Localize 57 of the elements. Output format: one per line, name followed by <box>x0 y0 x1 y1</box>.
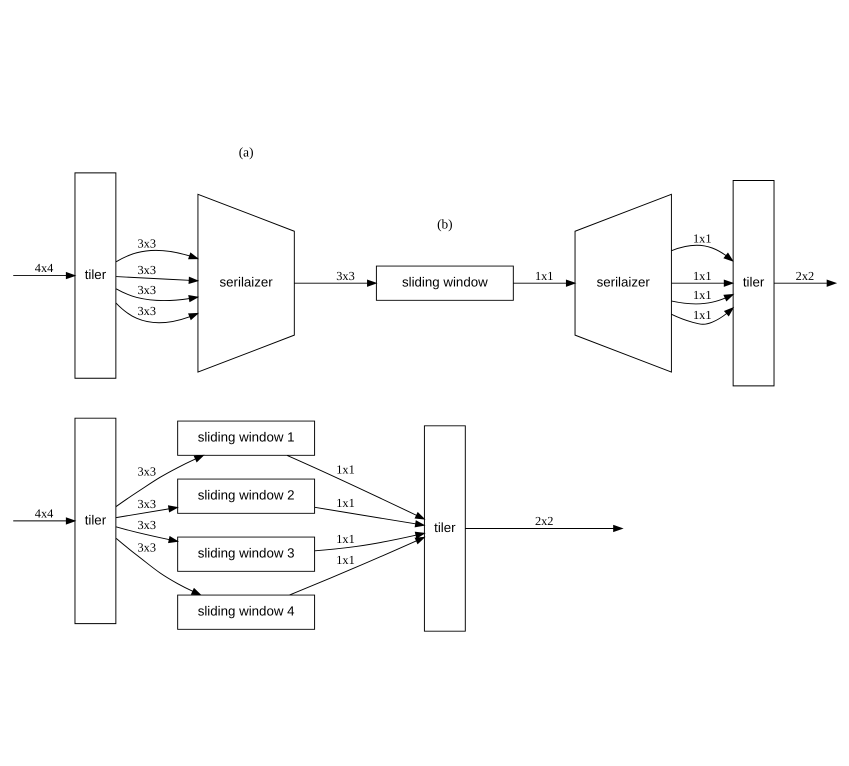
edge-label: 3x3 <box>137 517 156 532</box>
arrow <box>116 276 200 284</box>
node-box: tiler <box>74 172 116 378</box>
edge-label: 1x1 <box>692 287 712 302</box>
edge-label: 3x3 <box>137 540 156 554</box>
arrow <box>286 454 426 520</box>
arrow <box>671 279 734 286</box>
edge-label: 3x3 <box>336 268 355 282</box>
node-box: serilaizer <box>197 193 295 372</box>
node-box: sliding window 1 <box>177 420 316 456</box>
arrow <box>115 454 205 507</box>
edge-label: 3x3 <box>137 236 156 250</box>
edge-label: 1x1 <box>336 462 355 476</box>
node-box: tiler <box>424 424 466 632</box>
label: (b) <box>437 216 453 232</box>
edge-label: 1x1 <box>336 496 355 510</box>
node-box: serilaizer <box>574 193 672 372</box>
edge-label: 4x4 <box>34 260 54 275</box>
arrow <box>671 293 734 304</box>
edge-label: 3x3 <box>137 262 156 277</box>
edge-label: 1x1 <box>692 268 712 282</box>
edge-label: 3x3 <box>137 496 156 510</box>
edge-label: 1x1 <box>692 307 712 322</box>
node-box: tiler <box>732 180 774 386</box>
arrow <box>513 279 576 286</box>
arrow <box>116 526 180 543</box>
arrow <box>12 271 76 279</box>
edge-label: 1x1 <box>692 231 712 246</box>
arrow <box>464 524 624 532</box>
arrow <box>314 531 426 551</box>
arrow <box>12 516 76 524</box>
arrow <box>314 506 426 527</box>
arrow <box>116 249 200 262</box>
edge-label: 1x1 <box>534 268 554 282</box>
node-box: sliding window 4 <box>177 594 316 630</box>
arrow <box>288 536 426 595</box>
arrow <box>116 537 202 595</box>
edge-label: 3x3 <box>137 282 156 297</box>
arrow <box>116 504 179 518</box>
edge-label: 1x1 <box>336 532 355 546</box>
arrow <box>294 279 378 286</box>
edge-label: 4x4 <box>34 506 54 520</box>
edge-label: 2x2 <box>796 268 814 282</box>
edge-label: 3x3 <box>137 464 156 478</box>
arrow <box>671 306 734 324</box>
node-box: sliding window <box>376 265 514 300</box>
arrow <box>671 244 734 262</box>
edge-label: 1x1 <box>336 552 355 567</box>
node-box: sliding window 2 <box>177 478 316 514</box>
edge-label: 3x3 <box>137 303 156 318</box>
node-box: tiler <box>74 417 116 624</box>
label: (a) <box>238 144 254 159</box>
arrow <box>115 302 200 323</box>
edge-label: 2x2 <box>534 514 554 528</box>
node-box: sliding window 3 <box>177 536 316 572</box>
arrow <box>774 279 838 286</box>
arrow <box>116 288 200 302</box>
